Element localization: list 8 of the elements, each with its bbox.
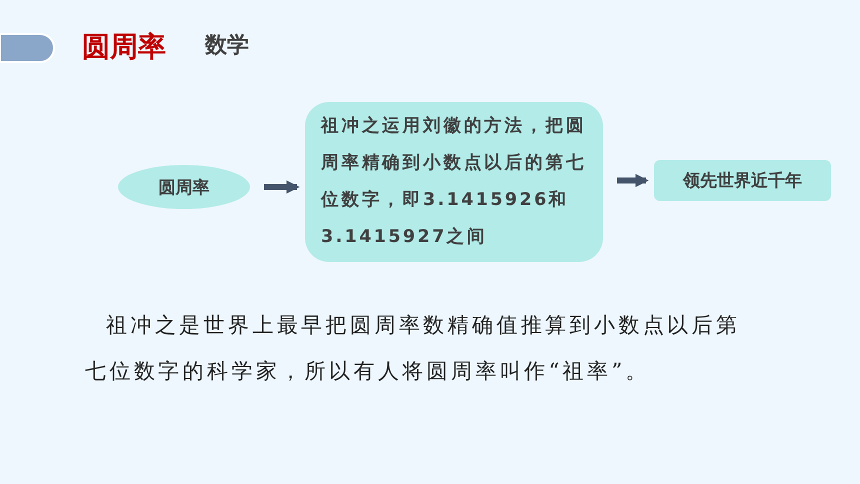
- subject-label: 数学: [205, 32, 250, 60]
- body-paragraph: 祖冲之是世界上最早把圆周率数精确值推算到小数点以后第七位数字的科学家，所以有人将圆周率叫作“祖率”。: [85, 312, 742, 385]
- ellipse-node: 圆周率: [118, 165, 250, 209]
- rounded-box: 祖冲之运用刘徽的方法，把圆周率精确到小数点以后的第七位数字，即3.1415926和3.1415927之间: [305, 102, 603, 262]
- rounded-box: 领先世界近千年: [654, 160, 831, 201]
- arrow: [264, 180, 300, 194]
- title: 圆周率: [82, 29, 166, 65]
- arrow: [617, 174, 649, 188]
